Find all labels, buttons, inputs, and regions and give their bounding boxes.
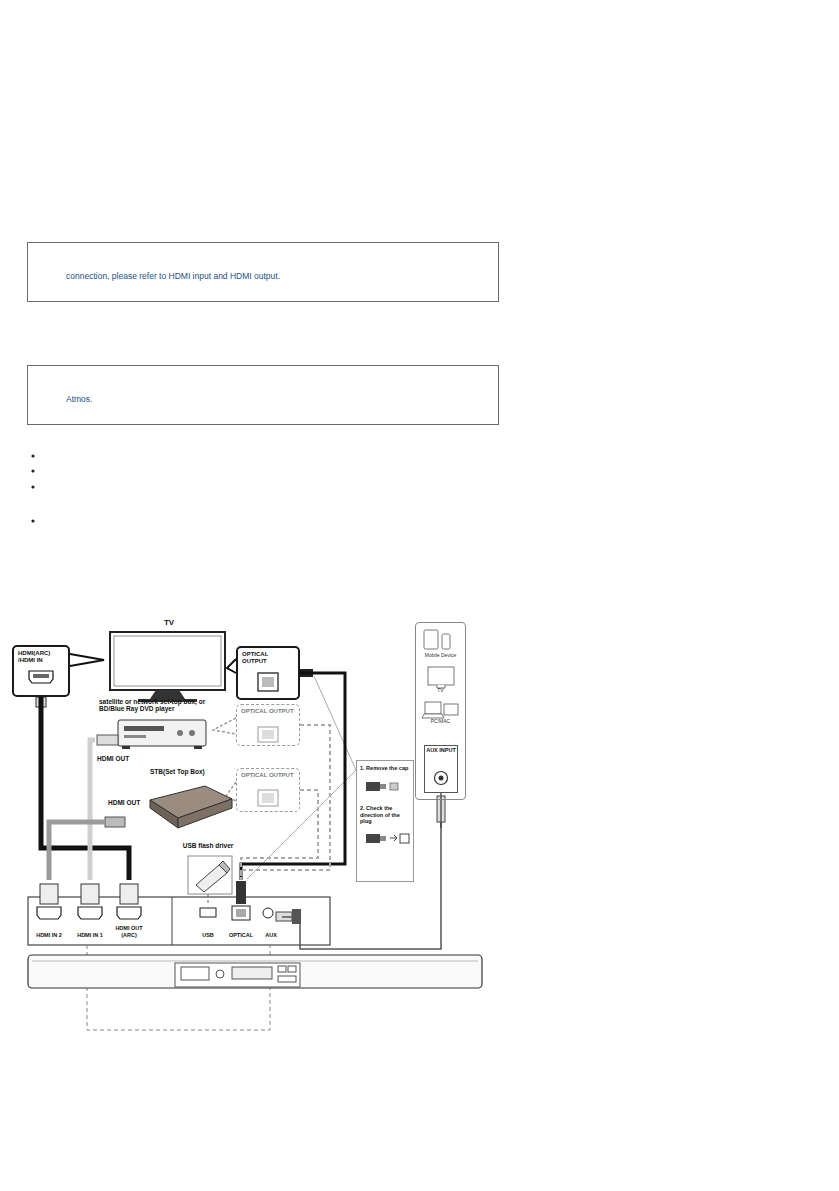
node-label: OPTICAL (229, 932, 253, 938)
port-icons (29, 669, 313, 806)
cable-connector (49, 822, 105, 880)
instruction-box: 1. Remove the cap 2. Check the direction … (356, 760, 414, 882)
node-label: HDMI IN 2 (36, 932, 62, 938)
node-label: Atmos. (66, 395, 92, 405)
port-label: HDMI IN 2 (29, 880, 69, 938)
node-label: connection, please refer to HDMI input a… (66, 272, 280, 282)
set-top-box: STB(Set Top Box) HDMI OUT (105, 768, 233, 832)
usb-drive: USB flash driver (178, 842, 238, 894)
port-callout: OPTICAL OUTPUT (236, 646, 300, 700)
aux-input: AUX INPUT (424, 745, 458, 793)
cable-connector (41, 697, 129, 880)
tv-device: TV (108, 618, 230, 694)
tv-illustration (110, 632, 225, 702)
node-label: TV (437, 688, 443, 694)
node-label: HDMI IN 1 (77, 932, 103, 938)
node-label: HDMI OUT (97, 755, 129, 762)
soundbar (28, 945, 482, 1030)
node-label: 1. Remove the cap (360, 765, 408, 771)
node-label: USB (202, 932, 214, 938)
node-label: HDMI(ARC) /HDMI IN (18, 650, 64, 664)
node-label: OPTICAL OUTPUT (242, 651, 294, 665)
bullets (31, 454, 34, 522)
callout-tails (70, 654, 236, 801)
node-label: HDMI OUT (ARC) (109, 925, 149, 938)
node-label: PC/MAC (431, 719, 450, 725)
set-top-box (105, 786, 232, 828)
node-label: OPTICAL OUTPUT (241, 772, 294, 779)
port-callout: HDMI(ARC) /HDMI IN (12, 645, 70, 697)
node-label: STB(Set Top Box) (150, 768, 205, 775)
cable-connector (241, 790, 318, 880)
node-label: Mobile Device (425, 653, 456, 659)
source-device-icons (422, 630, 458, 718)
source-panel: Mobile DeviceTV PC/MAC AUX INPUT (415, 622, 466, 800)
note-box: Atmos. (27, 365, 499, 425)
port-label: USB (196, 905, 220, 938)
node-label: AUX (265, 932, 277, 938)
node-label: satellite or network set-top box, or BD/… (99, 698, 213, 713)
cable-connector (208, 894, 209, 905)
note-box: connection, please refer to HDMI input a… (27, 242, 499, 302)
node-label: USB flash driver (183, 842, 234, 849)
node-label: 2. Check the direction of the plug (360, 805, 410, 824)
cable-connector (241, 725, 330, 880)
node-label: HDMI OUT (108, 799, 140, 806)
port-label: HDMI IN 1 (70, 880, 110, 938)
cable-connector (90, 740, 95, 880)
port-label: AUX (260, 905, 282, 938)
port-callout: OPTICAL OUTPUT (236, 704, 300, 746)
cable-connector (282, 793, 441, 949)
soundbar-port-panel (28, 881, 330, 945)
port-callout: OPTICAL OUTPUT (236, 768, 300, 812)
usb-flash-drive (188, 856, 232, 894)
node-label: TV (164, 618, 174, 627)
player-device: satellite or network set-top box, or BD/… (95, 698, 213, 762)
node-label: OPTICAL OUTPUT (241, 708, 294, 715)
node-label: AUX INPUT (426, 747, 456, 753)
port-label: HDMI OUT (ARC) (109, 880, 149, 938)
dvd-player (97, 720, 206, 749)
port-label: OPTICAL (222, 880, 260, 938)
